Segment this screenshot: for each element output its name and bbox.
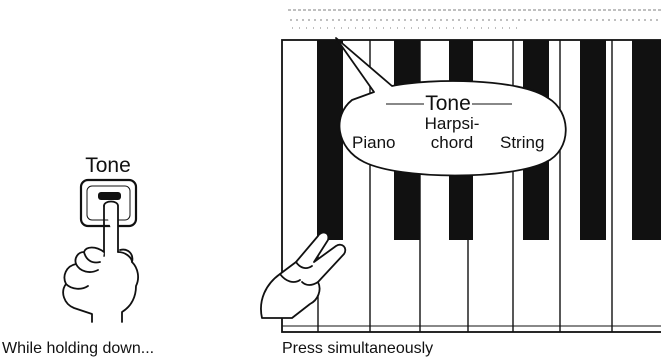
left-caption: While holding down... xyxy=(2,340,154,357)
callout-option-string: String xyxy=(500,133,544,152)
callout-title: Tone xyxy=(425,92,471,115)
black-key xyxy=(317,40,343,240)
callout-option-harpsichord-line1: Harpsi- xyxy=(425,114,480,133)
right-hand-icon xyxy=(260,231,347,319)
panel-print-lines xyxy=(288,9,661,29)
left-hand-icon xyxy=(62,200,139,323)
right-caption: Press simultaneously xyxy=(282,340,433,357)
tone-callout: Tone Piano Harpsi- chord String xyxy=(335,37,567,177)
black-key xyxy=(580,40,606,240)
tone-button-label: Tone xyxy=(85,154,131,177)
black-key xyxy=(632,40,661,240)
callout-option-piano: Piano xyxy=(352,133,395,152)
callout-option-harpsichord-line2: chord xyxy=(431,133,474,152)
